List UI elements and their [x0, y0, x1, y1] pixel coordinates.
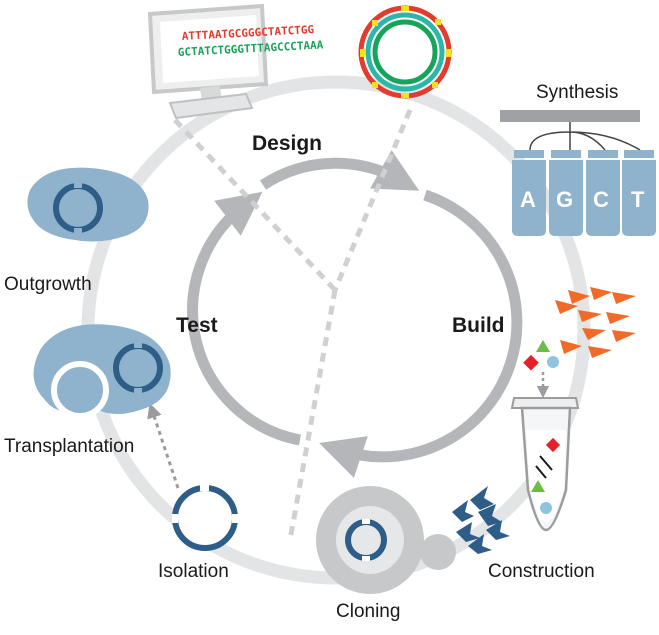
stage-cloning-label: Cloning: [336, 601, 400, 622]
stage-outgrowth-label: Outgrowth: [4, 274, 92, 295]
isolation-to-transplantation-arrow: [147, 402, 180, 489]
phase-build-label: Build: [452, 314, 505, 337]
svg-text:T: T: [631, 187, 645, 212]
stage-isolation-label: Isolation: [158, 561, 229, 582]
vial-c: C: [586, 150, 620, 236]
computer-icon: ATTTAATGCGGGCTATCTGG GCTATCTGGGTTTAGCCCT…: [147, 3, 324, 120]
stage-synthesis-label: Synthesis: [536, 82, 618, 103]
svg-text:C: C: [593, 187, 609, 212]
oligo-fragments-icon: [555, 287, 636, 358]
dashed-connectors: [173, 109, 413, 541]
nucleotide-vials: A G C T: [512, 150, 656, 236]
computer-dashed-line: [173, 118, 337, 292]
test-to-design-arrow: [187, 191, 302, 446]
stage-construction-label: Construction: [488, 561, 595, 582]
vial-a: A: [512, 150, 546, 236]
transplantation-cell-icon: [33, 324, 171, 419]
build-to-test-arrow: [319, 189, 523, 478]
cloning-yeast-cell-icon: [316, 486, 456, 594]
svg-text:A: A: [520, 187, 536, 212]
phase-test-label: Test: [176, 314, 218, 337]
construction-pieces-icon: [452, 486, 510, 554]
stage-transplantation-label: Transplantation: [4, 436, 134, 457]
inner-cycle-arrows: [187, 150, 523, 478]
cloning-dashed-line: [287, 289, 338, 541]
vial-g: G: [549, 150, 583, 236]
svg-text:G: G: [556, 187, 573, 212]
phase-design-label: Design: [252, 132, 322, 155]
synthesizer-icon: A G C T: [500, 110, 656, 236]
outgrowth-cell-icon: [27, 167, 149, 242]
design-to-build-arrow: [259, 150, 420, 191]
genome-dashed-line: [332, 109, 413, 291]
isolated-genome-icon: [172, 485, 238, 551]
assembly-fragments-icon: [523, 340, 559, 399]
designed-genome-icon: [358, 5, 452, 99]
reaction-tube-icon: [510, 397, 580, 532]
vial-t: T: [622, 150, 656, 236]
